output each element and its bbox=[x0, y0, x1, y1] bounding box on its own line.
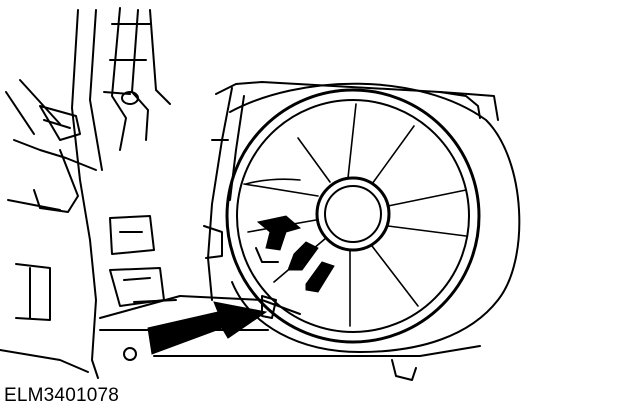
blower-hub bbox=[315, 176, 391, 252]
heater-pipes-assembly bbox=[0, 7, 177, 379]
blower-outer-ring bbox=[225, 88, 481, 344]
blower-inner-ring bbox=[236, 99, 470, 333]
large-arrow-icon bbox=[147, 301, 268, 355]
arrow-indicators bbox=[147, 215, 335, 355]
figure-code: ELM3401078 bbox=[4, 385, 120, 406]
retaining-tab bbox=[255, 247, 279, 319]
motion-stripe-2 bbox=[305, 261, 335, 293]
blower-shaft bbox=[324, 185, 382, 243]
small-arrow-icon bbox=[256, 215, 302, 251]
blower-vanes bbox=[243, 103, 467, 327]
blower-volute bbox=[229, 82, 521, 353]
motion-stripe-1 bbox=[287, 241, 319, 271]
